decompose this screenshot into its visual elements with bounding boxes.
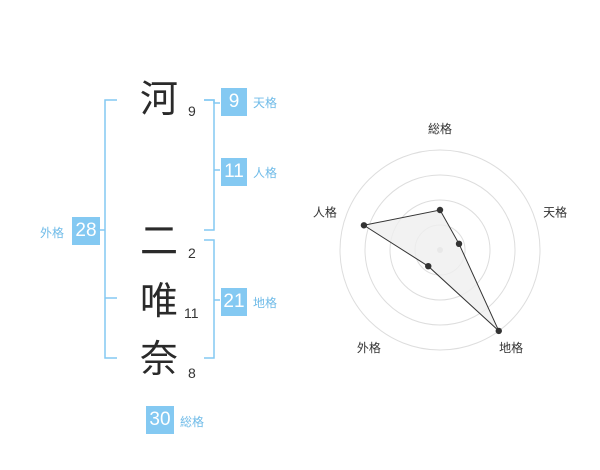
radar-axis-label: 天格 — [543, 205, 567, 220]
name-char-2: 二 — [139, 219, 178, 263]
radar-point-2 — [455, 240, 463, 248]
gaikaku-label: 外格 — [40, 226, 65, 240]
radar-point-3 — [495, 327, 502, 335]
soukaku-label: 総格 — [180, 415, 205, 429]
name-char-3: 唯 — [139, 279, 178, 323]
chikaku-label: 地格 — [253, 296, 278, 310]
radar-ring — [389, 199, 491, 301]
radar-grid — [339, 149, 541, 351]
tenkaku-badge: 9 — [221, 88, 247, 116]
radar-ring — [364, 174, 516, 326]
chikaku-badge: 21 — [221, 288, 247, 316]
radar-axis-label: 地格 — [499, 340, 523, 355]
radar-area — [362, 209, 500, 332]
name-char-1-strokes: 9 — [188, 103, 196, 119]
soukaku-badge: 30 — [146, 406, 174, 434]
tenkaku-label: 天格 — [253, 96, 278, 110]
radar-points — [360, 206, 502, 335]
name-char-4: 奈 — [139, 337, 178, 381]
radar-ring — [339, 149, 541, 351]
chikaku-bracket — [204, 239, 215, 359]
jinkaku-label: 人格 — [253, 166, 278, 180]
radar-axis-label: 総格 — [428, 121, 452, 136]
radar-point-4 — [425, 262, 432, 270]
radar-axis-label: 人格 — [313, 205, 337, 220]
name-char-3-strokes: 11 — [184, 305, 199, 321]
name-char-2-strokes: 2 — [188, 245, 196, 261]
radar-point-1 — [436, 206, 444, 214]
name-char-4-strokes: 8 — [188, 365, 196, 381]
gaikaku-badge: 28 — [72, 217, 100, 245]
jinkaku-bracket — [204, 99, 215, 231]
name-char-1: 河 — [139, 77, 178, 121]
jinkaku-badge: 11 — [221, 158, 247, 186]
radar-axis-label: 外格 — [357, 340, 381, 355]
gaikaku-bracket — [104, 99, 117, 359]
radar-point-5 — [360, 222, 368, 229]
